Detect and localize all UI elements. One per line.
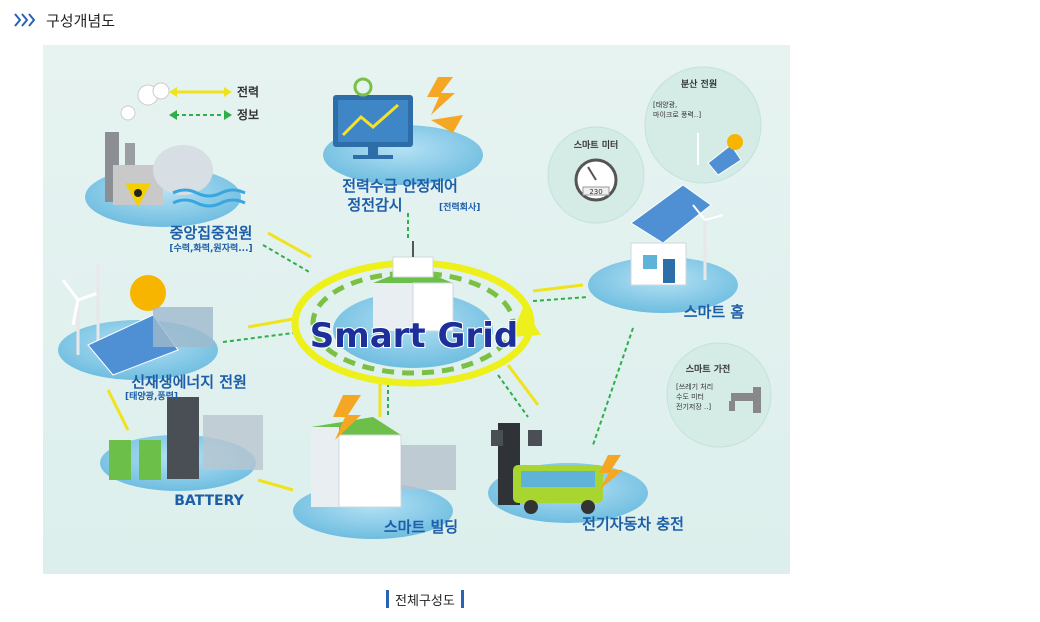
dist-sub-1: [태양광,	[653, 101, 677, 109]
appliance-sub-3: 전기저장 ..]	[676, 402, 711, 411]
hub-label: Smart Grid	[310, 316, 518, 356]
mini-solar-wind-icon	[697, 133, 743, 176]
smart-building-icon	[311, 395, 456, 508]
smart-home-icon	[630, 184, 724, 286]
renew-sublabel: [태양광,풍력]	[125, 390, 178, 402]
central-label: 중앙집중전원	[170, 224, 253, 242]
control-label-1: 전력수급 안정제어	[342, 177, 458, 195]
legend-power-label: 전력	[237, 84, 259, 99]
caption-text: 전체구성도	[395, 593, 455, 609]
power-connections	[106, 231, 584, 492]
appliance-label: 스마트 가전	[686, 363, 731, 375]
caption-bar-right	[460, 590, 464, 608]
smart-meter-icon	[574, 158, 618, 202]
power-plant-icon	[105, 82, 246, 208]
info-connections	[222, 213, 634, 446]
renew-label: 신재생에너지 전원	[131, 373, 247, 391]
appliance-bubble	[666, 342, 772, 448]
battery-icon	[109, 397, 263, 480]
control-sublabel: [전력회사]	[439, 201, 480, 213]
meter-label: 스마트 미터	[574, 139, 619, 151]
lightning-icon	[427, 77, 455, 115]
ev-label: 전기자동차 충전	[582, 515, 684, 533]
battery-label: BATTERY	[174, 493, 244, 509]
legend-power-arrow	[169, 87, 232, 97]
building-label: 스마트 빌딩	[384, 518, 458, 536]
dist-sub-2: 마이크로 풍력..]	[653, 110, 701, 119]
appliance-sub-2: 수도 미터	[676, 392, 704, 401]
faucet-icon	[729, 387, 761, 413]
dist-label: 분산 전원	[681, 78, 717, 90]
figure-caption: 전체구성도	[380, 588, 470, 610]
hub-building-icon	[373, 241, 454, 332]
legend-info-arrow	[169, 110, 232, 120]
ring-arrow-head	[511, 307, 541, 337]
solar-wind-icon	[61, 265, 213, 376]
triple-chevron-icon	[14, 13, 36, 27]
control-label-2: 정전감시	[347, 196, 402, 214]
meter-value: 230	[589, 188, 602, 196]
smart-grid-diagram: 전력 정보	[43, 45, 790, 574]
ev-charging-icon	[491, 423, 623, 514]
caption-bar-left	[386, 590, 389, 608]
monitor-icon	[333, 77, 463, 159]
central-sublabel: [수력,화력,원자력...]	[169, 242, 252, 254]
legend-info-label: 정보	[237, 107, 259, 122]
page-title: 구성개념도	[46, 11, 116, 30]
home-label: 스마트 홈	[684, 303, 745, 321]
legend: 전력 정보	[169, 84, 259, 122]
section-header: 구성개념도	[14, 8, 115, 32]
appliance-sub-1: [쓰레기 처리	[676, 382, 713, 391]
